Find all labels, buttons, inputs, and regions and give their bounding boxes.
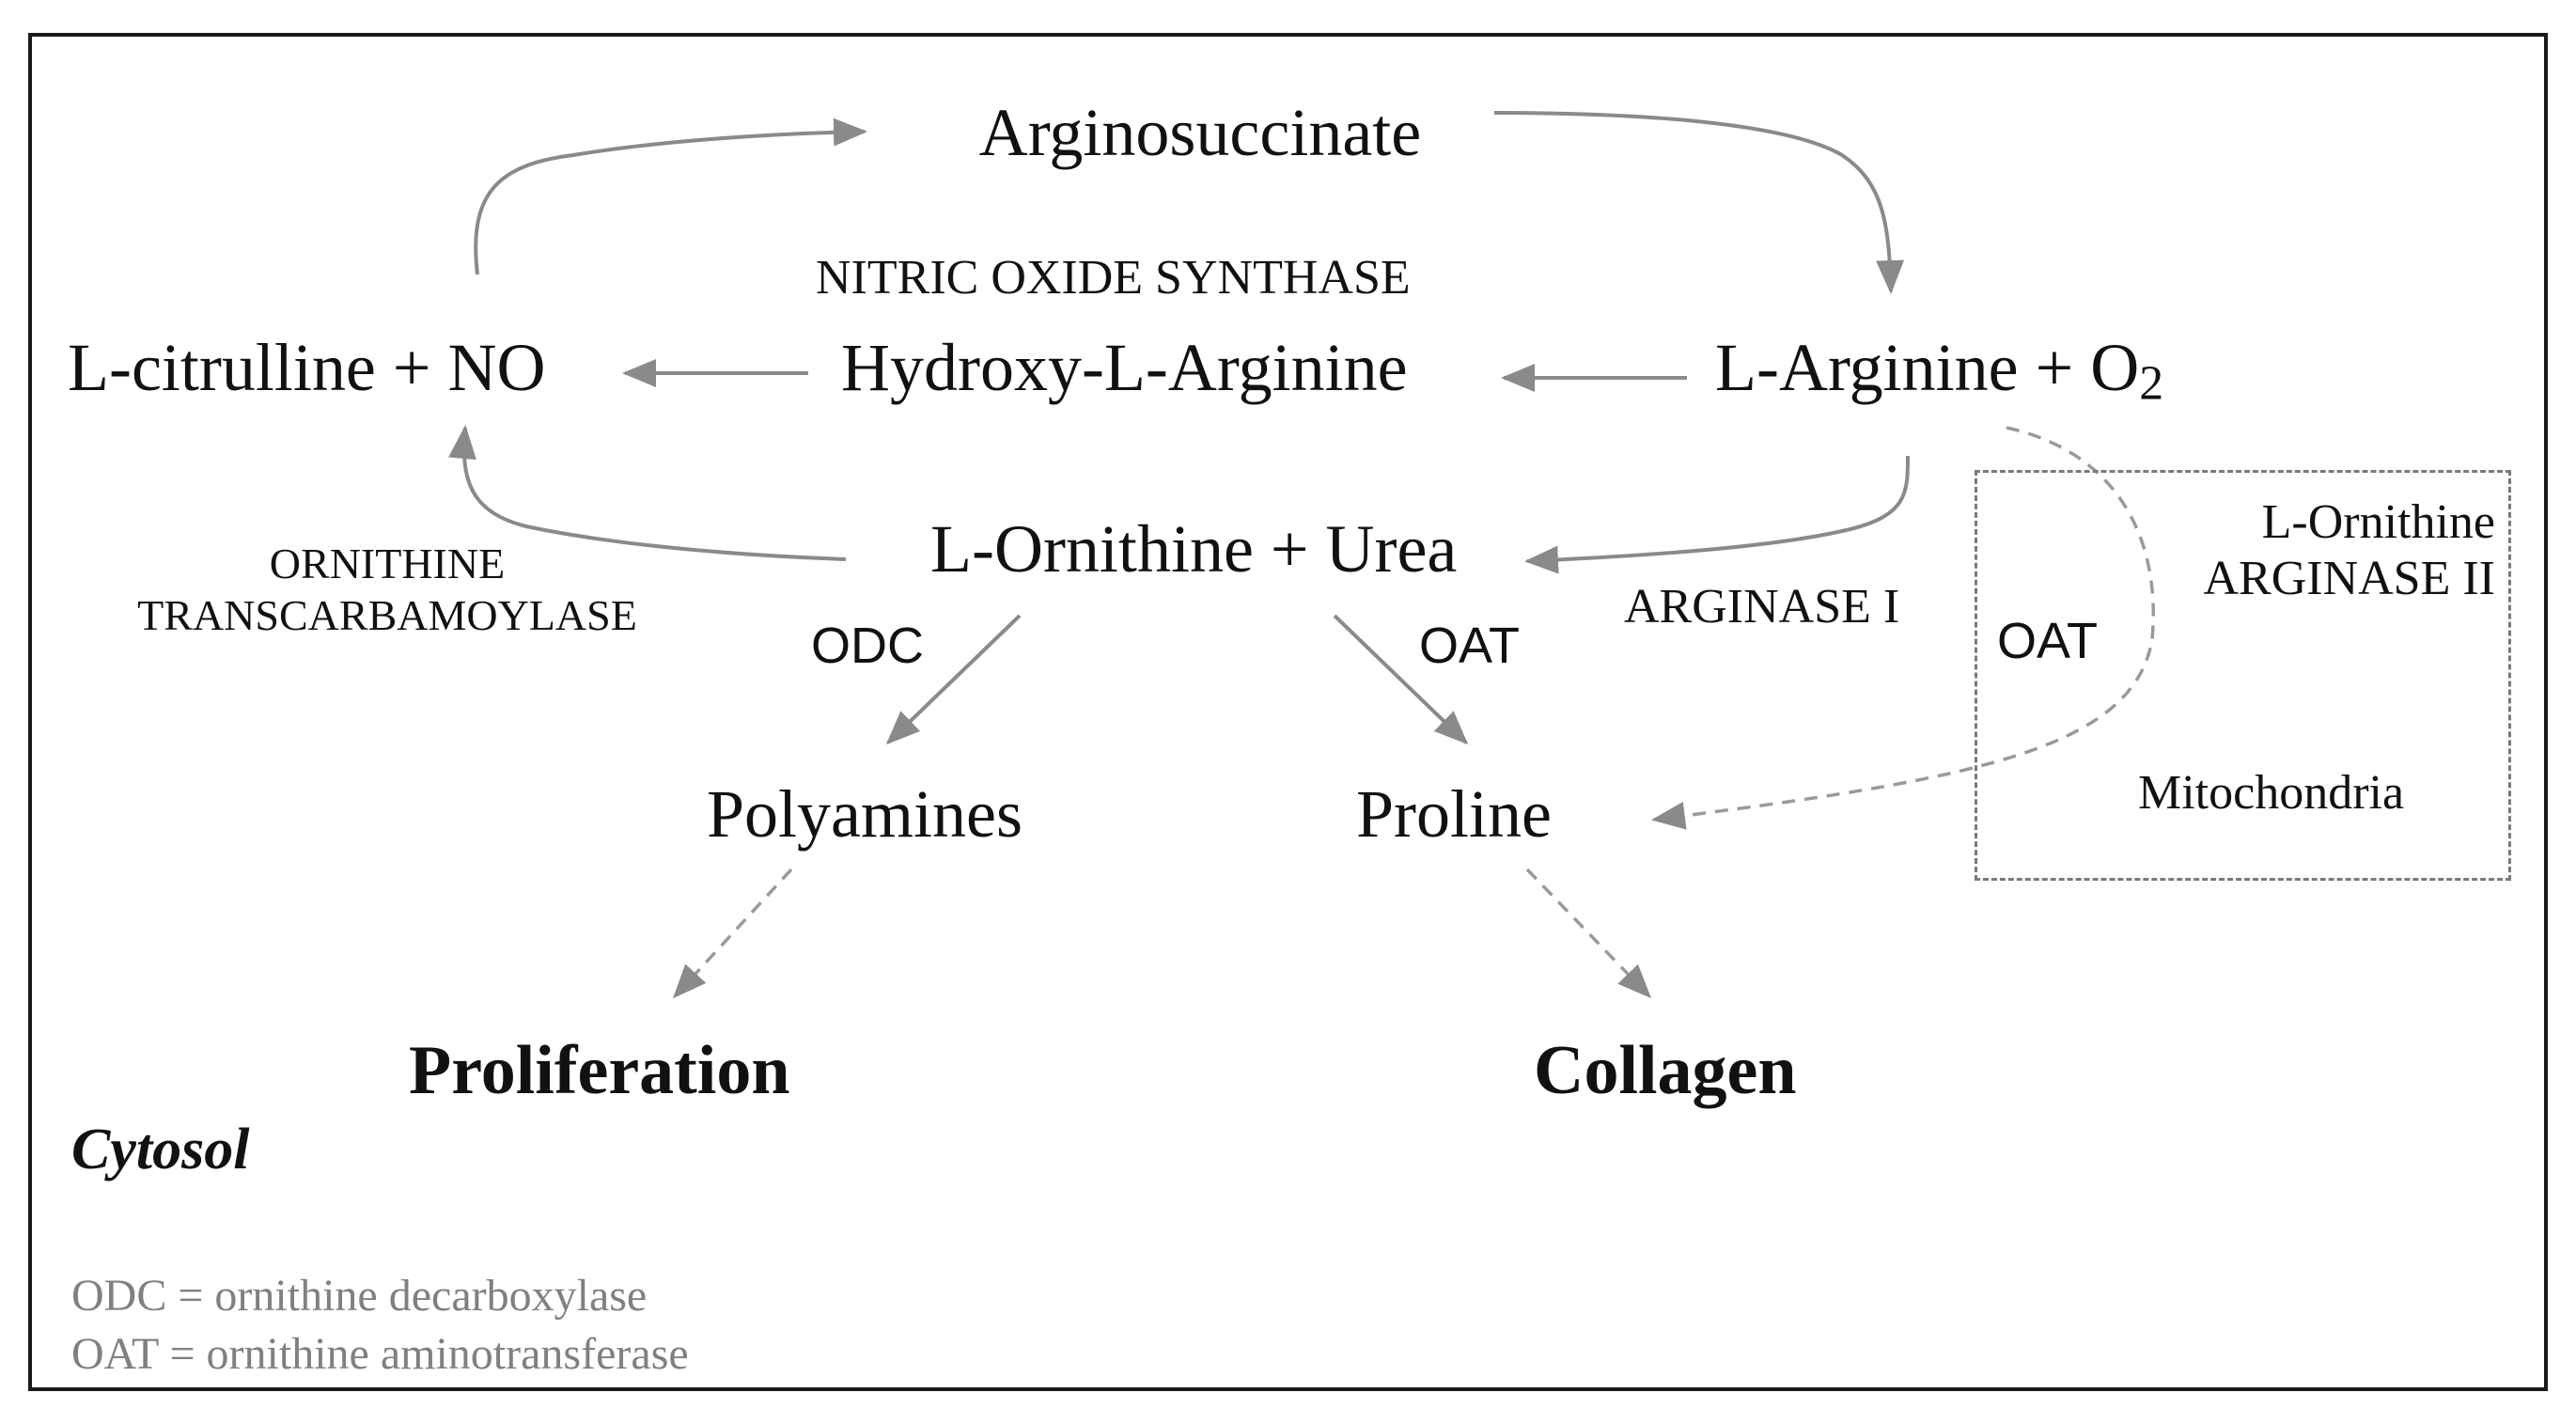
enzyme-otc-line1: ORNITHINE — [269, 540, 506, 587]
outcome-collagen: Collagen — [1534, 1032, 1797, 1109]
dashed-arrow-polyamines-to-proliferation — [672, 868, 793, 999]
outcome-proliferation: Proliferation — [409, 1032, 790, 1109]
arrow-citrulline-to-arginosuccinate — [474, 117, 867, 275]
label-cytosol: Cytosol — [71, 1118, 250, 1181]
enzyme-arginase-1: ARGINASE I — [1624, 580, 1900, 634]
arrow-ornithine-to-polyamines — [885, 614, 1022, 745]
enzyme-otc-line2: TRANSCARBAMOYLASE — [137, 591, 637, 639]
arrow-arginosuccinate-to-arginine — [1493, 111, 1905, 294]
node-arginosuccinate: Arginosuccinate — [978, 95, 1422, 170]
node-hydroxy-arginine: Hydroxy-L-Arginine — [841, 330, 1408, 405]
dashed-arrow-arginine-to-proline — [1651, 426, 2155, 830]
arrow-ornithine-to-citrulline — [448, 425, 847, 561]
dashed-arrow-proline-to-collagen — [1525, 868, 1652, 999]
node-ornithine-urea: L-Ornithine + Urea — [930, 511, 1458, 587]
node-polyamines: Polyamines — [707, 776, 1023, 852]
enzyme-oat-mitochondria: OAT — [1997, 613, 2098, 669]
label-mitochondria: Mitochondria — [2138, 766, 2405, 820]
enzyme-nitric-oxide-synthase: NITRIC OXIDE SYNTHASE — [816, 251, 1411, 305]
enzyme-oat-cytosol: OAT — [1419, 618, 1520, 674]
label-l-ornithine-mito: L-Ornithine — [2261, 495, 2495, 549]
node-proline: Proline — [1356, 776, 1552, 852]
mitochondria-compartment — [1975, 470, 2511, 881]
enzyme-odc: ODC — [811, 618, 924, 674]
subscript-2: 2 — [2139, 356, 2164, 411]
figure-frame — [28, 33, 2548, 1391]
footnote-odc: ODC = ornithine decarboxylase — [71, 1271, 648, 1321]
arrow-arginine-to-ornithine — [1524, 455, 1910, 574]
footnote-oat: OAT = ornithine aminotransferase — [71, 1329, 689, 1379]
arrow-ornithine-to-proline — [1333, 614, 1469, 745]
enzyme-arginase-2: ARGINASE II — [2203, 552, 2495, 605]
node-arginine-o2: L-Arginine + O2 — [1715, 330, 2164, 411]
node-citrulline-no: L-citrulline + NO — [68, 330, 546, 405]
